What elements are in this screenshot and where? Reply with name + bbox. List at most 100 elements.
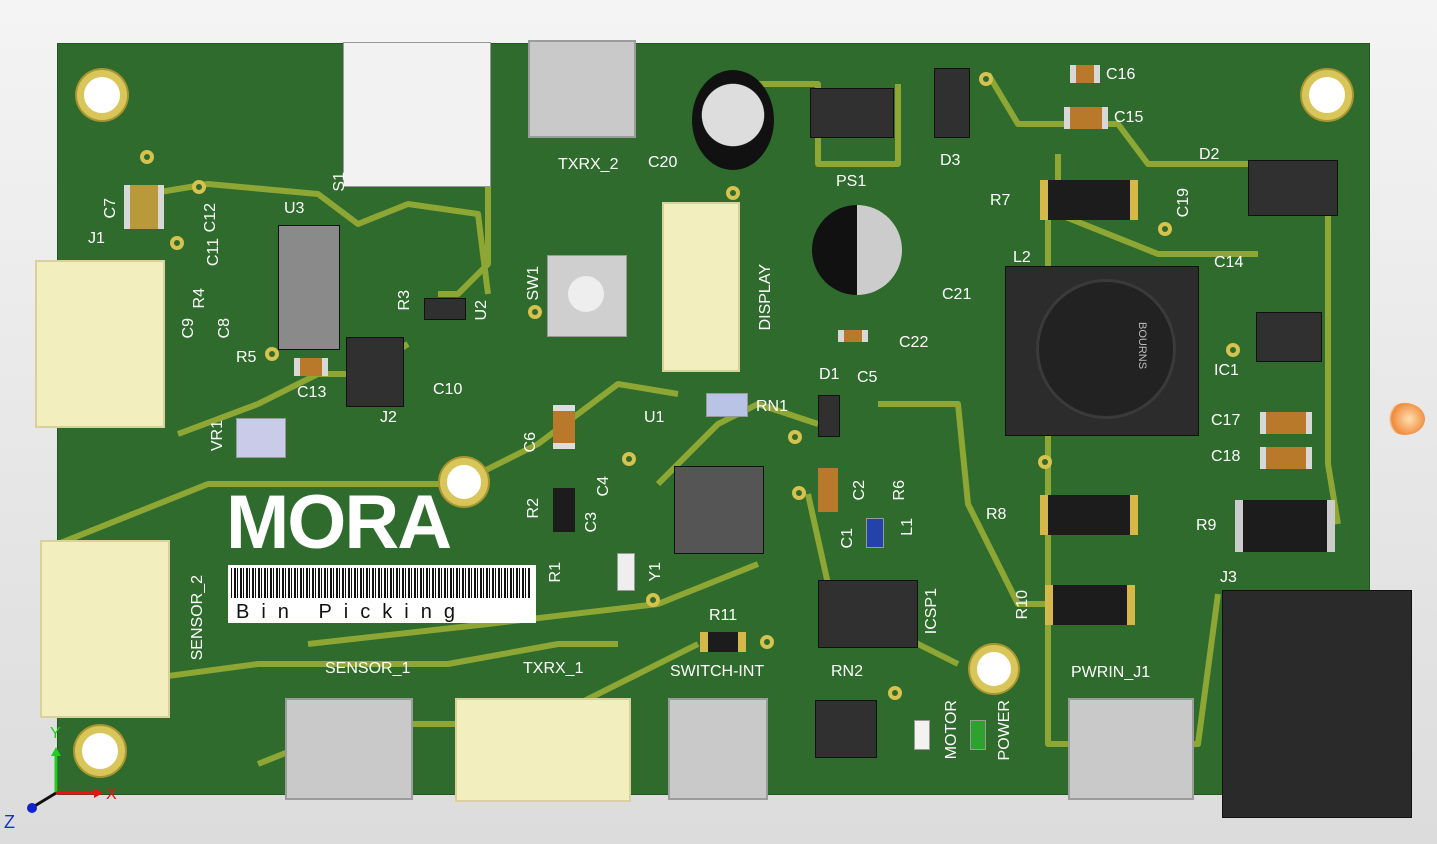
label-d3: D3	[940, 152, 961, 169]
resistor-r10	[1045, 585, 1135, 625]
label-l2: L2	[1013, 249, 1031, 266]
header-icsp1[interactable]	[818, 580, 918, 648]
label-txrx-2: TXRX_2	[558, 156, 619, 173]
label-c15: C15	[1114, 109, 1144, 126]
capacitor-c6	[553, 405, 575, 449]
capacitor-c15	[1064, 107, 1108, 129]
label-txrx-1: TXRX_1	[523, 660, 584, 677]
capacitor-c20	[692, 70, 774, 170]
capacitor-c18	[1260, 447, 1312, 469]
capacitor-c22	[838, 330, 868, 342]
via	[788, 430, 802, 444]
bourns-mark: BOURNS	[1136, 322, 1148, 370]
via	[1038, 455, 1052, 469]
via	[888, 686, 902, 700]
via	[726, 186, 740, 200]
ic-u1	[674, 466, 764, 554]
label-c17: C17	[1211, 412, 1241, 429]
potentiometer-vr1[interactable]	[236, 418, 286, 458]
label-sensor-2: SENSOR_2	[189, 575, 206, 661]
label-motor: MOTOR	[943, 700, 960, 760]
via	[622, 452, 636, 466]
via	[140, 150, 154, 164]
switch-sw1[interactable]	[547, 255, 627, 337]
barcode	[231, 568, 531, 598]
label-c8: C8	[216, 318, 233, 339]
label-power: POWER	[996, 700, 1013, 761]
diode-d2	[1248, 160, 1338, 216]
via	[528, 305, 542, 319]
label-sw1: SW1	[525, 266, 542, 301]
label-d1: D1	[819, 366, 840, 383]
label-display: DISPLAY	[757, 264, 774, 331]
resistor-r2	[553, 488, 575, 532]
capacitor-c2	[818, 468, 838, 512]
label-r1: R1	[547, 562, 564, 583]
label-u1: U1	[644, 409, 665, 426]
power-jack-j3[interactable]	[1222, 590, 1412, 818]
led-power	[970, 720, 986, 750]
label-c18: C18	[1211, 448, 1241, 465]
mounting-hole	[77, 70, 127, 120]
z-axis-arrow	[32, 791, 57, 809]
ic-ic1	[1256, 312, 1322, 362]
crystal-y1	[617, 553, 635, 591]
via	[646, 593, 660, 607]
label-ic1: IC1	[1214, 362, 1239, 379]
connector-switch-int[interactable]	[668, 698, 768, 800]
label-pwrin-j1: PWRIN_J1	[1071, 664, 1151, 681]
label-c1: C1	[839, 528, 856, 549]
x-axis-label: X	[106, 786, 117, 803]
label-d2: D2	[1199, 146, 1220, 163]
resistor-r11	[700, 632, 746, 652]
label-c22: C22	[899, 334, 929, 351]
label-u3: U3	[284, 200, 305, 217]
connector-pwrin-j1[interactable]	[1068, 698, 1194, 800]
via	[1226, 343, 1240, 357]
label-u2: U2	[473, 300, 490, 321]
connector-txrx-1[interactable]	[455, 698, 631, 802]
connector-sensor-1[interactable]	[285, 698, 413, 800]
label-j2: J2	[380, 409, 397, 426]
label-r3: R3	[396, 290, 413, 311]
mora-logo: MORA	[226, 480, 452, 565]
label-r4: R4	[191, 288, 208, 309]
header-j2[interactable]	[346, 337, 404, 407]
label-rn2: RN2	[831, 663, 864, 680]
z-axis-label: Z	[4, 812, 15, 832]
connector-j1[interactable]	[35, 260, 165, 428]
label-rn1: RN1	[756, 398, 789, 415]
label-c21: C21	[942, 286, 972, 303]
label-r9: R9	[1196, 517, 1217, 534]
label-c20: C20	[648, 154, 678, 171]
via	[265, 347, 279, 361]
barcode-label: Bin Picking	[228, 565, 536, 623]
connector-display[interactable]	[662, 202, 740, 372]
label-r8: R8	[986, 506, 1007, 523]
label-c7: C7	[102, 198, 119, 219]
inductor-l1	[866, 518, 884, 548]
inductor-l2: BOURNS	[1005, 266, 1199, 436]
via	[792, 486, 806, 500]
via	[1158, 222, 1172, 236]
resistor-network-rn1	[706, 393, 748, 417]
via	[979, 72, 993, 86]
label-c14: C14	[1214, 254, 1244, 271]
capacitor-c17	[1260, 412, 1312, 434]
label-c19: C19	[1175, 188, 1192, 218]
connector-txrx-2[interactable]	[528, 40, 636, 138]
label-c10: C10	[433, 381, 463, 398]
via	[170, 236, 184, 250]
mounting-hole	[1302, 70, 1352, 120]
connector-sensor-2[interactable]	[40, 540, 170, 718]
switch-s1[interactable]	[343, 42, 491, 187]
ic-u2	[424, 298, 466, 320]
label-j3: J3	[1220, 569, 1237, 586]
label-r10: R10	[1014, 590, 1031, 620]
capacitor-c13	[294, 358, 328, 376]
label-c6: C6	[522, 432, 539, 453]
capacitor-c16	[1070, 65, 1100, 83]
label-r6: R6	[891, 480, 908, 501]
label-l1: L1	[899, 518, 916, 536]
y-axis-label: Y	[50, 725, 61, 742]
